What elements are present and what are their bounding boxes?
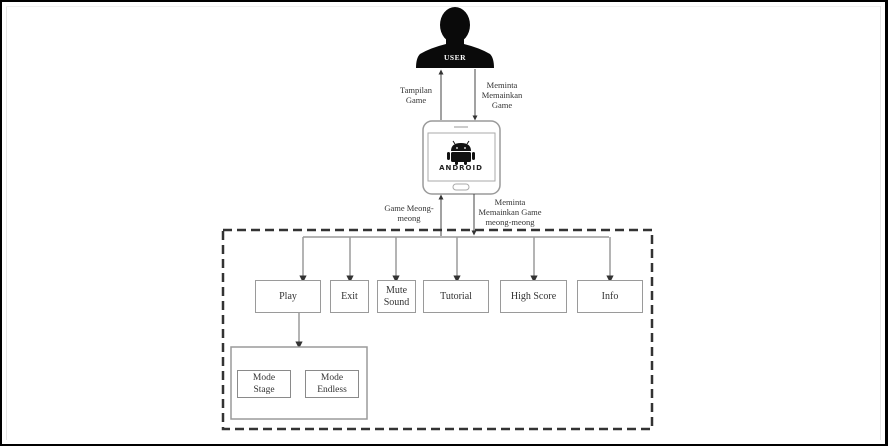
menu-box-label: Tutorial [440,290,472,302]
mode-box-endless: Mode Endless [305,370,359,398]
flow-label-line: meong [397,213,421,223]
system-boundary [221,228,654,431]
android-robot-icon [447,140,475,165]
flow-label-line: Game [491,100,513,110]
frame-inner-line [880,6,881,440]
menu-box-label: Mute [385,284,408,296]
mode-box-label: Endless [317,385,347,395]
menu-box-info: Info [577,280,643,313]
menu-connectors [295,236,614,349]
menu-box-label: High Score [510,290,557,302]
menu-box-label: Sound [383,296,410,308]
flow-label-line: Meminta [494,197,526,207]
mode-box-label: Mode [320,373,344,383]
flow-label-meminta-memainkan-game: Meminta Memainkan Game [478,80,526,110]
menu-box-mute-sound: Mute Sound [377,280,416,313]
flow-label-line: Game [405,95,427,105]
flow-label-line: Memainkan [481,90,523,100]
flow-label-meminta-memainkan-game-meong: Meminta Memainkan Game meong-meong [477,197,543,227]
menu-box-exit: Exit [330,280,369,313]
user-label: USER [443,53,466,62]
flow-label-line: Game Meong- [384,203,434,213]
menu-box-play: Play [255,280,321,313]
flow-label-line: Memainkan Game [478,207,542,217]
menu-box-high-score: High Score [500,280,567,313]
flow-label-line: Tampilan [400,85,432,95]
menu-box-label: Info [601,290,619,302]
menu-box-label: Exit [341,290,358,302]
menu-box-label: Play [279,290,297,302]
mode-box-label: Stage [253,385,275,395]
flow-label-line: Meminta [486,80,518,90]
menu-box-tutorial: Tutorial [423,280,489,313]
flow-label-line: meong-meong [485,217,535,227]
flow-label-tampilan-game: Tampilan Game [398,85,434,105]
mode-box-stage: Mode Stage [237,370,291,398]
smartphone-icon [422,120,501,195]
android-logo-text: ANDROID [439,164,483,172]
frame-inner-line [6,6,880,7]
user-silhouette-icon [416,7,494,68]
mode-box-label: Mode [252,373,276,383]
flow-label-game-meong-meong: Game Meong- meong [382,203,436,223]
frame-inner-line [6,6,7,440]
